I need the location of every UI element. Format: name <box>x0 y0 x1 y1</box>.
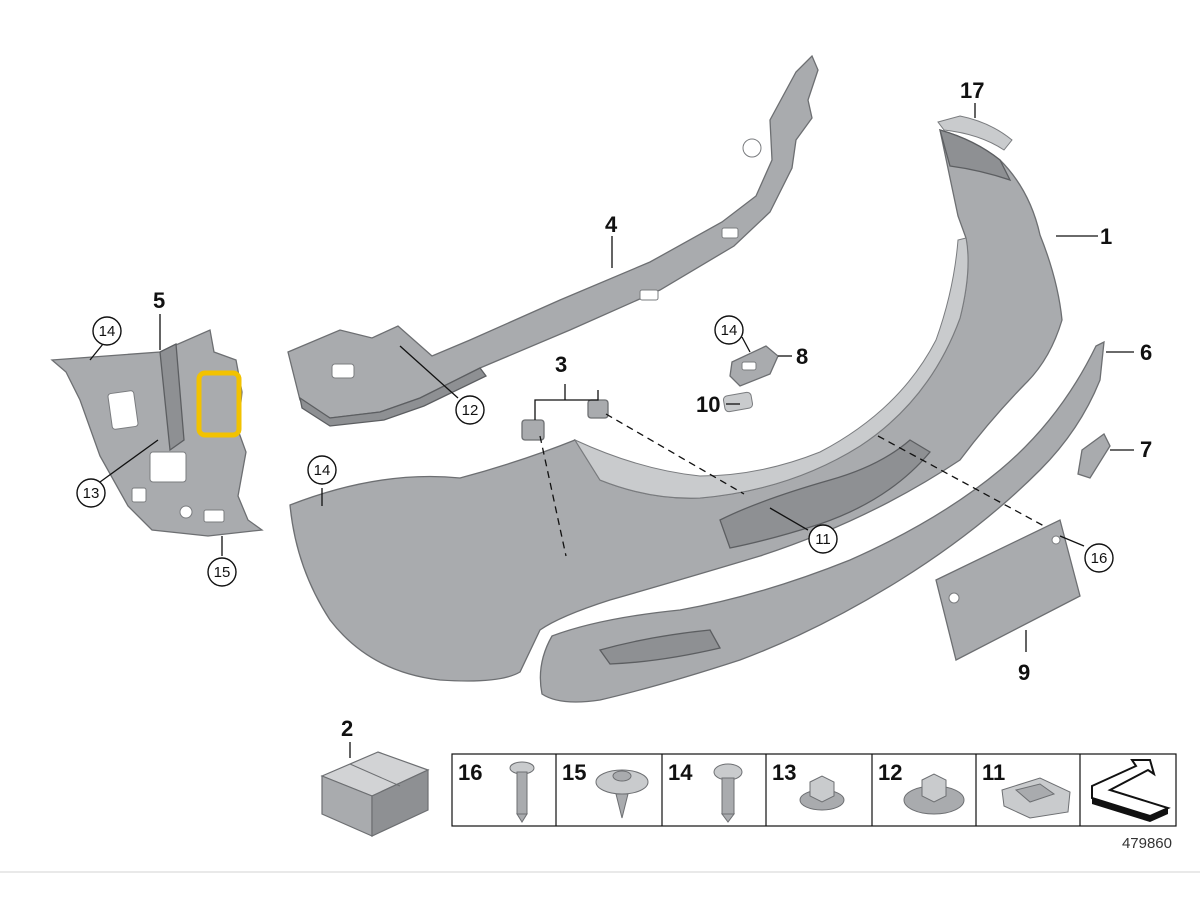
part-3-clips <box>521 399 609 441</box>
part-8-holder <box>729 345 779 387</box>
circled-14-holder: 14 <box>721 322 738 339</box>
label-10: 10 <box>696 392 720 417</box>
part-7-cap <box>1077 433 1111 479</box>
clip-11-icon <box>1001 777 1071 819</box>
circled-16: 16 <box>1091 550 1108 567</box>
legend-16: 16 <box>458 760 482 785</box>
figure-number: 479860 <box>1122 835 1172 852</box>
screw-14-icon <box>713 763 743 823</box>
nut-12-icon <box>903 773 965 815</box>
part-4-carrier-bar <box>287 54 819 427</box>
label-9: 9 <box>1018 660 1030 685</box>
part-1-bumper-cover <box>289 129 1063 682</box>
label-8: 8 <box>796 344 808 369</box>
screw-16-icon <box>509 761 535 823</box>
label-4: 4 <box>605 212 618 237</box>
circled-14-bracket-top: 14 <box>99 323 116 340</box>
legend-14: 14 <box>668 760 693 785</box>
part-labels: 1 2 3 4 5 6 7 8 9 10 17 <box>153 78 1152 741</box>
circled-13: 13 <box>83 485 100 502</box>
legend-15: 15 <box>562 760 586 785</box>
circled-12: 12 <box>462 402 479 419</box>
label-2: 2 <box>341 716 353 741</box>
circled-11: 11 <box>815 531 831 548</box>
orientation-arrow-icon <box>1091 759 1171 822</box>
circled-14-bumper: 14 <box>314 462 331 479</box>
label-1: 1 <box>1100 224 1112 249</box>
legend-13: 13 <box>772 760 796 785</box>
screw-15-icon <box>595 769 649 819</box>
part-6-diffuser <box>539 340 1105 703</box>
highlight-box <box>196 370 242 438</box>
label-7: 7 <box>1140 437 1152 462</box>
nut-13-icon <box>799 775 845 811</box>
fastener-legend: 16 15 14 13 12 11 <box>451 753 1177 827</box>
legend-12: 12 <box>878 760 902 785</box>
part-17-trim-strip <box>937 115 1013 151</box>
circled-15: 15 <box>214 564 231 581</box>
part-9-plate-bracket <box>935 519 1081 661</box>
label-6: 6 <box>1140 340 1152 365</box>
circled-labels: 14 13 15 12 14 14 11 16 <box>76 315 1114 587</box>
leader-lines <box>89 103 1134 652</box>
part-2-box <box>320 742 430 837</box>
part-5-side-bracket <box>50 329 264 537</box>
label-5: 5 <box>153 288 165 313</box>
alignment-lines <box>539 413 1045 557</box>
legend-11: 11 <box>982 760 1005 785</box>
label-17: 17 <box>960 78 984 103</box>
label-3: 3 <box>555 352 567 377</box>
part-10-gasket <box>722 391 754 413</box>
